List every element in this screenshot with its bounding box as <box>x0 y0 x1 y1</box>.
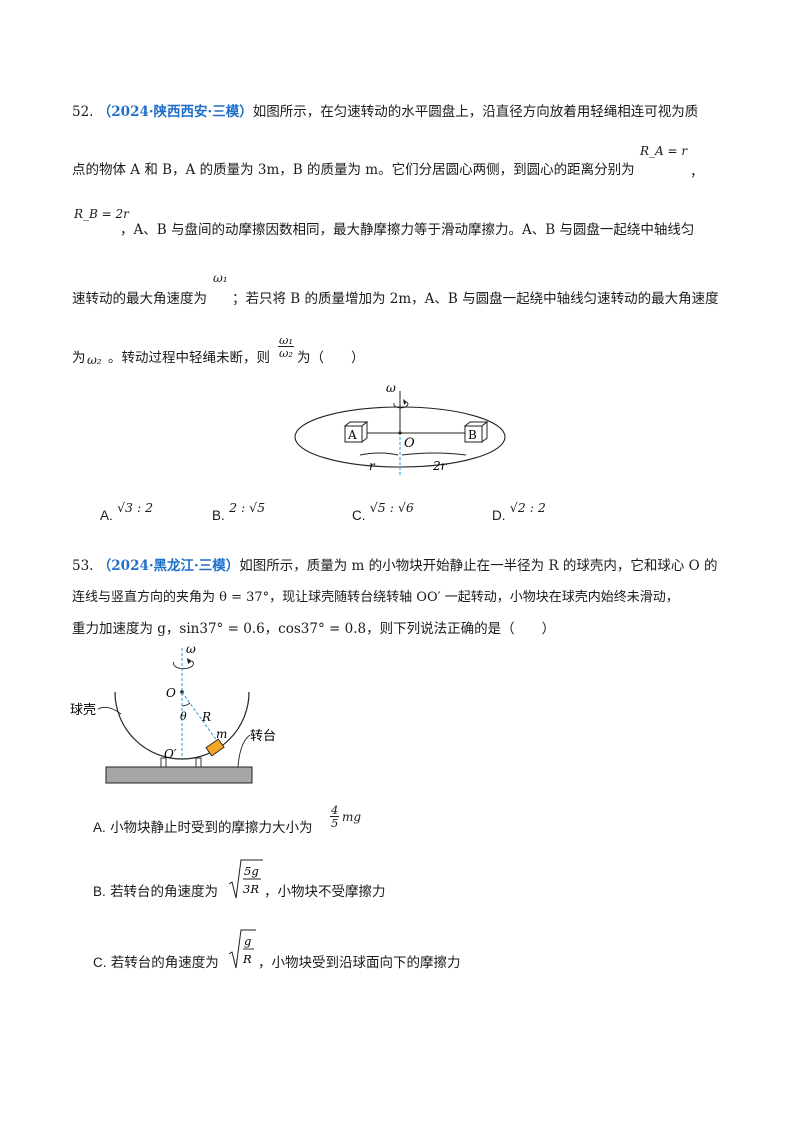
q53-option-c-sqrt-sign: g R <box>228 929 256 969</box>
q52-label-o: O <box>404 436 415 451</box>
q52-option-a[interactable]: A. √3 : 2 <box>100 500 153 524</box>
q52-block-b: B <box>463 420 489 444</box>
q52-option-b-label: B. <box>212 508 225 523</box>
q52-block-a: A <box>343 420 369 444</box>
q53-number: 53. <box>72 558 94 574</box>
q52-line3: ，A、B 与盘间的动摩擦因数相同，最大静摩擦力等于滑动摩擦力。A、B 与圆盘一起… <box>120 218 694 238</box>
q53-option-c-label: C. <box>93 955 107 970</box>
q53-option-b-den: 3R <box>243 882 259 896</box>
q52-option-b[interactable]: B. 2 : √5 <box>212 500 265 524</box>
q52-line2: 点的物体 A 和 B，A 的质量为 3m，B 的质量为 m。它们分居圆心两侧，到… <box>72 158 635 178</box>
q53-option-b-text: 若转台的角速度为 <box>110 884 219 900</box>
q52-ratio-fraction: ω₁ ω₂ <box>278 334 294 359</box>
q53-option-c-den: R <box>242 952 252 966</box>
q52-omega1-a: ω₁ <box>213 271 228 285</box>
q53-option-b-label: B. <box>93 884 106 899</box>
q52-fig-omega: ω <box>386 381 396 395</box>
q53-label-m: m <box>216 727 227 741</box>
q52-line1: 52. （2024·陕西西安·三模）如图所示，在匀速转动的水平圆盘上，沿直径方向… <box>72 100 698 120</box>
q53-label-table: 转台 <box>250 729 276 744</box>
q53-option-a-label: A. <box>93 820 106 835</box>
q52-label-2r: 2r <box>432 459 448 473</box>
q52-ratio-num: ω₁ <box>278 333 294 348</box>
q52-text-line4b: ；若只将 B 的质量增加为 2m，A、B 与圆盘一起绕中轴线匀速转动的最大角速度 <box>232 291 719 307</box>
q52-ra: R_A = r <box>640 144 688 158</box>
q52-rb: R_B = 2r <box>74 207 129 221</box>
q53-option-a[interactable]: A. 小物块静止时受到的摩擦力大小为 <box>93 816 313 836</box>
q52-option-a-text: √3 : 2 <box>117 500 154 515</box>
q52-comma: ， <box>690 164 704 180</box>
q52-option-c-label: C. <box>352 508 366 523</box>
q52-source: （2024·陕西西安·三模） <box>97 104 253 120</box>
q52-text-line1: 如图所示，在匀速转动的水平圆盘上，沿直径方向放着用轻绳相连可视为质 <box>252 104 699 120</box>
q52-text-line3: ，A、B 与盘间的动摩擦因数相同，最大静摩擦力等于滑动摩擦力。A、B 与圆盘一起… <box>120 222 695 238</box>
q53-shell-figure: ω O R θ m O′ 球壳 转台 <box>70 642 276 784</box>
q52-line4b-wrap: ；若只将 B 的质量增加为 2m，A、B 与圆盘一起绕中轴线匀速转动的最大角速度 <box>232 287 719 307</box>
q53-option-a-text: 小物块静止时受到的摩擦力大小为 <box>110 820 313 836</box>
q52-option-d-label: D. <box>492 508 506 523</box>
q52-option-d-text: √2 : 2 <box>509 500 546 515</box>
q53-option-b[interactable]: B. 若转台的角速度为 <box>93 880 218 900</box>
q52-label-a: A <box>347 428 357 442</box>
q52-omega2-a: ω₂ <box>87 353 102 367</box>
q53-option-c-tail: ，小物块受到沿球面向下的摩擦力 <box>258 955 461 971</box>
q52-line5b-wrap: 。转动过程中轻绳未断，则 <box>108 346 270 366</box>
q53-fig-omega: ω <box>186 642 196 656</box>
q52-disk-figure: ω A B O r 2r <box>294 381 506 475</box>
q53-option-c[interactable]: C. 若转台的角速度为 <box>93 951 219 971</box>
q53-option-c-sqrt: g R <box>228 928 258 976</box>
q53-line3: 重力加速度为 g，sin37° = 0.6，cos37° = 0.8，则下列说法… <box>72 617 555 637</box>
q53-label-oprime: O′ <box>164 747 177 761</box>
q52-text-line5c: 为（ ） <box>297 350 365 366</box>
q52-option-b-text: 2 : √5 <box>229 500 266 515</box>
q53-line2: 连线与竖直方向的夹角为 θ = 37°，现让球壳随转台绕转轴 OO′ 一起转动，… <box>72 586 679 605</box>
q52-text-line4a: 速转动的最大角速度为 <box>72 291 207 307</box>
q53-label-r: R <box>201 710 211 724</box>
q52-text-line5a: 为 <box>72 350 86 366</box>
q53-source: （2024·黑龙江·三模） <box>97 558 240 574</box>
q52-option-d[interactable]: D. √2 : 2 <box>492 500 546 524</box>
q53-line1: 53. （2024·黑龙江·三模）如图所示，质量为 m 的小物块开始静止在一半径… <box>72 554 718 574</box>
q52-label-b: B <box>468 428 477 442</box>
q53-label-o: O <box>166 686 176 700</box>
q53-option-a-fraction: 4 5 <box>330 803 340 831</box>
q53-option-b-tail: ，小物块不受摩擦力 <box>264 884 386 900</box>
q52-text-line2: 点的物体 A 和 B，A 的质量为 3m，B 的质量为 m。它们分居圆心两侧，到… <box>72 162 635 178</box>
q53-option-b-num: 5g <box>244 864 259 878</box>
q53-text-line3: 重力加速度为 g，sin37° = 0.6，cos37° = 0.8，则下列说法… <box>72 621 556 637</box>
q52-option-a-label: A. <box>100 508 113 523</box>
q52-number: 52. <box>72 104 94 120</box>
q53-option-a-den: 5 <box>331 816 339 831</box>
q53-label-shell: 球壳 <box>70 703 96 718</box>
q53-option-a-tail: mg <box>342 810 362 824</box>
q52-line5: 为 <box>72 346 86 366</box>
q52-text-line5b: 。转动过程中轻绳未断，则 <box>108 350 270 366</box>
q52-ratio-den: ω₂ <box>279 346 293 361</box>
q52-line5c-wrap: 为（ ） <box>297 346 365 366</box>
q53-text-line1: 如图所示，质量为 m 的小物块开始静止在一半径为 R 的球壳内，它和球心 O 的 <box>239 558 718 574</box>
q53-option-b-sqrt: 5g 3R <box>228 858 264 906</box>
q53-option-a-num: 4 <box>330 803 340 818</box>
q53-text-line2: 连线与竖直方向的夹角为 θ = 37°，现让球壳随转台绕转轴 OO′ 一起转动，… <box>72 590 679 605</box>
q53-option-c-num: g <box>244 934 251 948</box>
q52-option-c-text: √5 : √6 <box>369 500 414 515</box>
q53-block-m <box>205 738 225 757</box>
q53-option-c-text: 若转台的角速度为 <box>110 955 219 971</box>
q53-label-theta: θ <box>180 710 187 723</box>
q52-label-r: r <box>369 459 376 473</box>
q52-line4: 速转动的最大角速度为 <box>72 287 207 307</box>
q52-option-c[interactable]: C. √5 : √6 <box>352 500 414 524</box>
q53-option-b-sqrt-sign: 5g 3R <box>228 859 263 899</box>
